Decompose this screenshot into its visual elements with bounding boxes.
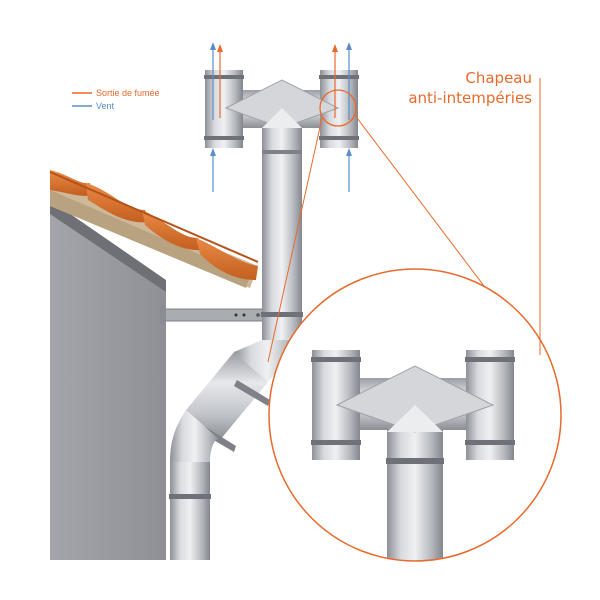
callout-title-line2: anti-intempéries	[408, 89, 532, 107]
house-wall	[50, 200, 166, 560]
detail-marker-circle	[319, 89, 357, 127]
weather-cap	[204, 70, 359, 150]
legend-label-smoke: Sortie de fumée	[96, 88, 160, 98]
callout-title-line1: Chapeau	[465, 69, 532, 87]
smoke-outlet-arrows	[217, 44, 338, 118]
wind-arrows	[210, 42, 352, 192]
flue-pipe-vertical	[261, 148, 303, 343]
roof	[49, 170, 259, 288]
legend: Sortie de fumée Vent	[72, 88, 160, 111]
callout-label: Chapeau anti-intempéries	[408, 69, 532, 107]
flue-pipe-lower	[169, 410, 220, 560]
legend-label-wind: Vent	[96, 101, 115, 111]
zoom-detail	[268, 268, 562, 562]
wall-bracket	[160, 305, 271, 325]
